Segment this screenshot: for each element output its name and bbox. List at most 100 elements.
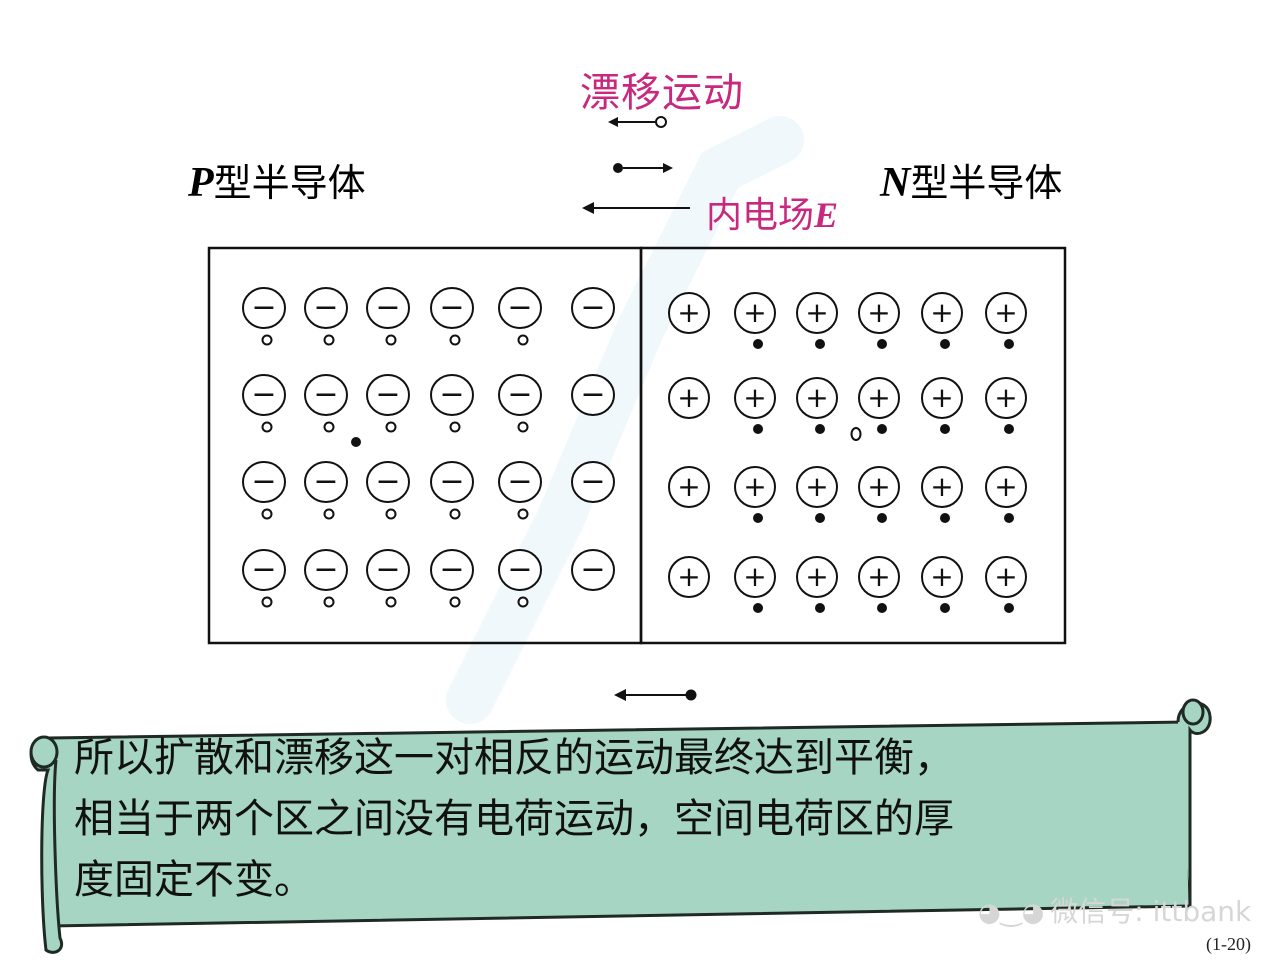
n-type-letter: N — [880, 160, 911, 206]
hole — [517, 334, 529, 346]
electron — [877, 339, 887, 349]
hole — [261, 596, 273, 608]
internal-field-label: 内电场E — [706, 186, 876, 238]
positive-sign: + — [743, 296, 766, 329]
positive-sign: + — [677, 381, 700, 414]
positive-sign: + — [930, 560, 953, 593]
negative-sign: − — [507, 290, 532, 325]
negative-sign: − — [251, 464, 276, 499]
hole — [449, 421, 461, 433]
negative-ion: − — [366, 287, 410, 346]
scroll-left-curl — [29, 736, 63, 954]
negative-ion: − — [498, 374, 542, 433]
wechat-watermark-text: 微信号: ittbank — [1050, 895, 1252, 928]
hole — [261, 334, 273, 346]
electron — [815, 513, 825, 523]
electron — [940, 603, 950, 613]
negative-ion: − — [366, 374, 410, 433]
positive-sign: + — [805, 381, 828, 414]
hole — [449, 508, 461, 520]
electron — [1004, 603, 1014, 613]
hole — [517, 421, 529, 433]
n-type-suffix: 型半导体 — [910, 161, 1063, 205]
n-type-label: N型半导体 — [880, 152, 1062, 207]
hole — [385, 421, 397, 433]
electron — [940, 424, 950, 434]
positive-ion: + — [985, 556, 1027, 613]
negative-ion: − — [242, 461, 286, 520]
positive-sign: + — [805, 470, 828, 503]
negative-ion: − — [242, 549, 286, 608]
negative-ion: − — [571, 287, 615, 329]
electron — [1004, 513, 1014, 523]
negative-sign: − — [313, 552, 338, 587]
positive-ion: + — [668, 556, 710, 598]
negative-ion: − — [430, 374, 474, 433]
negative-sign: − — [375, 290, 400, 325]
electron — [877, 513, 887, 523]
positive-ion: + — [985, 377, 1027, 434]
caption-line-2: 相当于两个区之间没有电荷运动，空间电荷区的厚 — [74, 796, 954, 842]
negative-sign: − — [507, 464, 532, 499]
electron — [940, 339, 950, 349]
negative-ion: − — [430, 549, 474, 608]
negative-sign: − — [580, 290, 605, 325]
negative-ion: − — [304, 374, 348, 433]
electron — [815, 339, 825, 349]
scroll-right-roll — [1181, 698, 1205, 726]
positive-ion: + — [921, 292, 963, 349]
scroll-left-roll — [29, 735, 59, 769]
positive-sign: + — [805, 296, 828, 329]
negative-sign: − — [251, 290, 276, 325]
positive-ion: + — [796, 466, 838, 523]
positive-ion: + — [796, 556, 838, 613]
positive-sign: + — [930, 470, 953, 503]
hole — [385, 334, 397, 346]
negative-sign: − — [439, 377, 464, 412]
positive-sign: + — [805, 560, 828, 593]
negative-sign: − — [375, 552, 400, 587]
negative-sign: − — [507, 377, 532, 412]
positive-sign: + — [743, 381, 766, 414]
positive-ion: + — [734, 556, 776, 613]
positive-ion: + — [796, 377, 838, 434]
n-region-box — [639, 246, 1067, 645]
positive-ion: + — [985, 466, 1027, 523]
negative-sign: − — [313, 464, 338, 499]
scroll-caption: 所以扩散和漂移这一对相反的运动最终达到平衡， 相当于两个区之间没有电荷运动，空间… — [74, 728, 1184, 911]
electron — [877, 603, 887, 613]
negative-ion: − — [304, 549, 348, 608]
hole — [517, 508, 529, 520]
hole — [323, 334, 335, 346]
electron — [1004, 424, 1014, 434]
positive-ion: + — [734, 466, 776, 523]
positive-sign: + — [994, 381, 1017, 414]
positive-sign: + — [867, 381, 890, 414]
scroll-banner — [29, 698, 1212, 954]
positive-ion: + — [921, 466, 963, 523]
positive-sign: + — [743, 470, 766, 503]
electron — [940, 513, 950, 523]
negative-ion: − — [498, 549, 542, 608]
negative-ion: − — [430, 287, 474, 346]
positive-sign: + — [677, 560, 700, 593]
negative-sign: − — [580, 464, 605, 499]
electron — [877, 424, 887, 434]
internal-field-symbol: E — [814, 195, 839, 235]
p-type-letter: P — [188, 160, 214, 206]
negative-sign: − — [507, 552, 532, 587]
positive-sign: + — [994, 560, 1017, 593]
positive-ion: + — [858, 377, 900, 434]
negative-ion: − — [242, 287, 286, 346]
positive-ion: + — [734, 292, 776, 349]
internal-field-arrow — [582, 202, 690, 214]
negative-ion: − — [571, 461, 615, 503]
negative-sign: − — [439, 290, 464, 325]
hole — [385, 596, 397, 608]
p-type-suffix: 型半导体 — [213, 161, 366, 205]
positive-ion: + — [668, 466, 710, 508]
negative-sign: − — [251, 377, 276, 412]
negative-ion: − — [304, 287, 348, 346]
internal-field-text: 内电场 — [706, 195, 815, 236]
